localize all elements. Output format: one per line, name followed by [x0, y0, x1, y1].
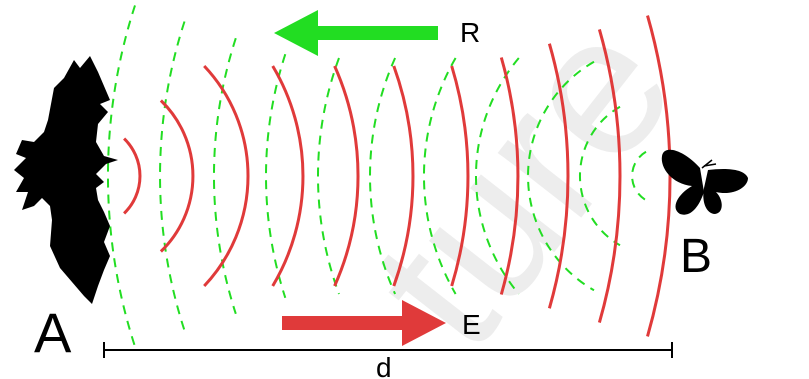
distance-line	[103, 342, 673, 358]
emitted-wavefront	[333, 65, 360, 287]
emitted-wavefront	[450, 65, 470, 287]
reflected-wavefront	[527, 60, 595, 292]
reflected-wavefront	[106, 5, 136, 347]
emitted-wavefront	[123, 137, 142, 215]
emitted-wavefront	[203, 64, 250, 288]
emitted-wavefront	[499, 57, 520, 295]
emitted-wavefront	[271, 65, 305, 287]
reflected-waves	[106, 5, 647, 347]
emitted-wavefront	[392, 65, 415, 287]
emitted-wavefront	[597, 28, 622, 324]
emitted-wavefront	[547, 43, 570, 309]
label-a: A	[34, 301, 72, 364]
label-b: B	[680, 230, 712, 283]
reflected-wavefront	[631, 150, 647, 202]
emitted-wavefront	[159, 99, 195, 253]
label-r: R	[460, 17, 480, 48]
reflected-wavefront	[212, 37, 237, 315]
reflected-arrow	[274, 10, 438, 56]
label-d: d	[376, 352, 392, 379]
reflected-wavefront	[316, 57, 340, 295]
reflected-wavefront	[369, 57, 397, 295]
emitted-waves	[123, 15, 672, 337]
reflected-wavefront	[579, 105, 621, 247]
bat-icon	[14, 56, 118, 304]
emitted-arrow	[282, 300, 446, 346]
moth-icon	[661, 149, 748, 215]
reflected-wavefront	[422, 57, 457, 295]
reflected-wavefront	[265, 53, 287, 299]
reflected-wavefront	[159, 21, 186, 331]
reflected-wavefront	[475, 57, 520, 295]
label-e: E	[462, 309, 481, 340]
